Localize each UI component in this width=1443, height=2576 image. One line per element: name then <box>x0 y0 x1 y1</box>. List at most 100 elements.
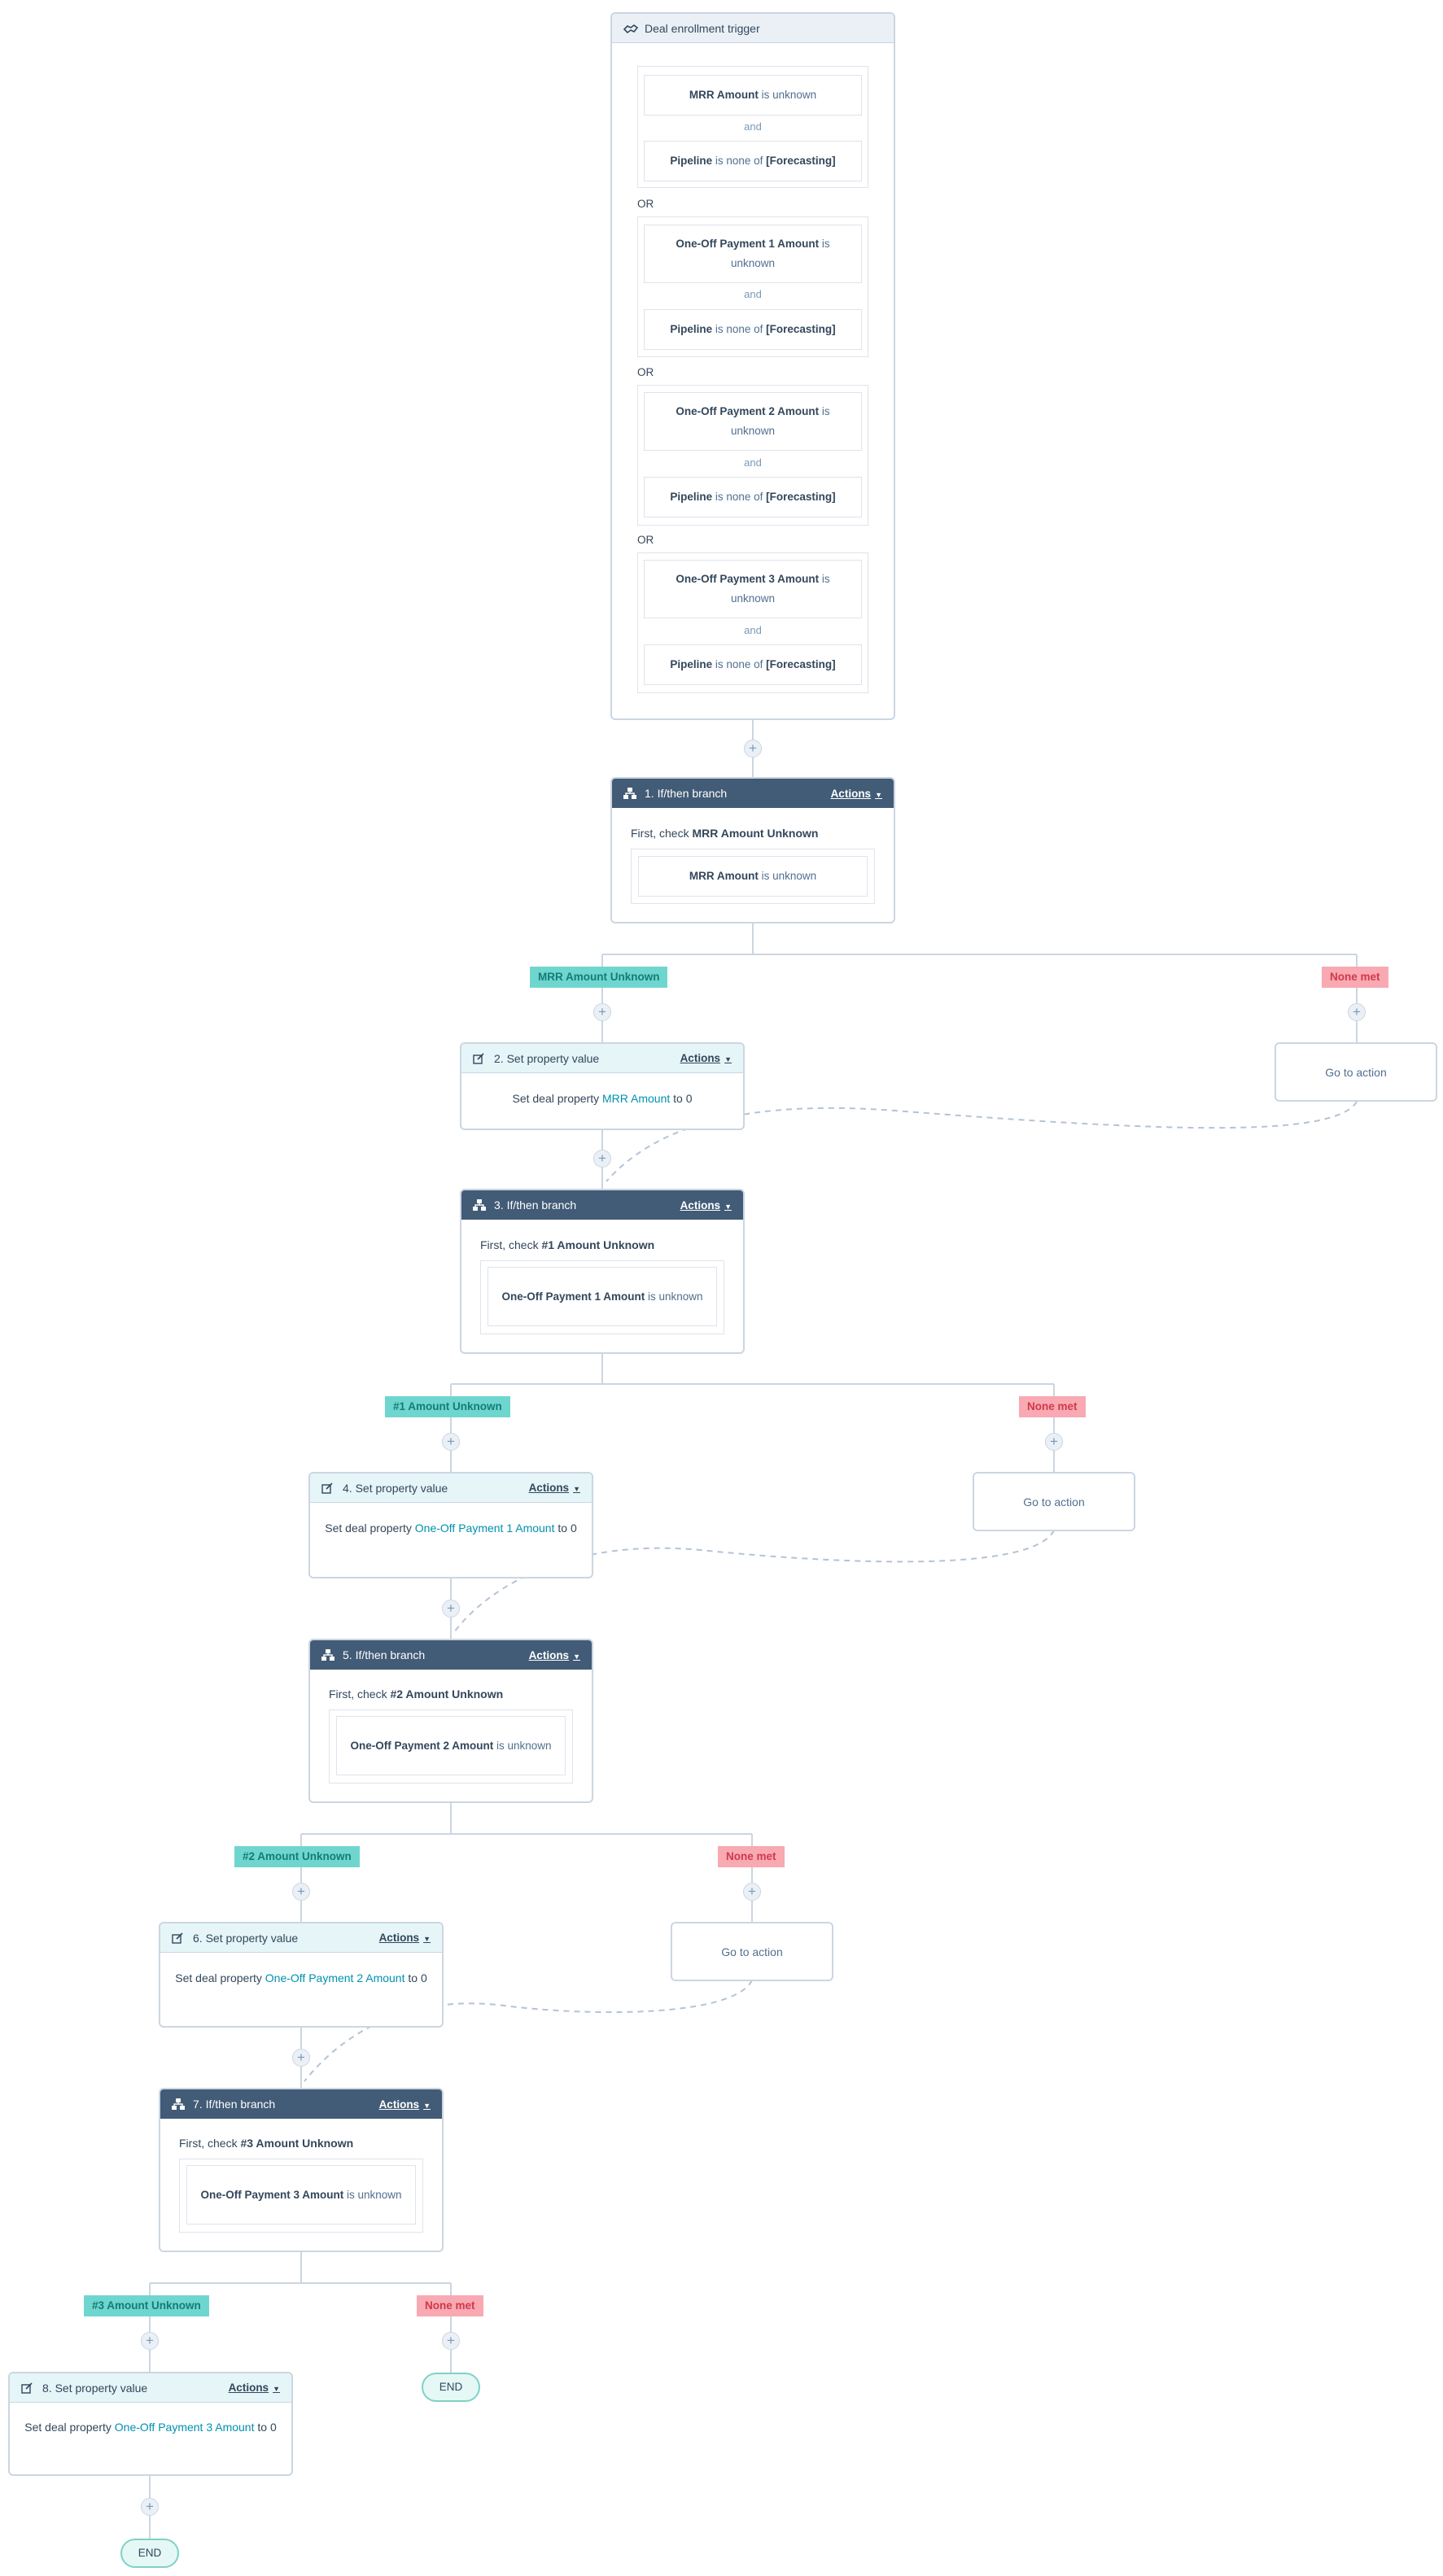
actions-menu-button[interactable]: Actions▼ <box>379 1932 431 1944</box>
branch-none-met-label[interactable]: None met <box>1322 967 1388 988</box>
actions-label: Actions <box>830 787 872 800</box>
first-check-name: MRR Amount Unknown <box>692 827 819 840</box>
set-property-card[interactable]: 6. Set property value Actions▼ <box>159 1922 444 2028</box>
set-property-card[interactable]: 8. Set property value Actions▼ <box>8 2372 293 2476</box>
set-suffix: to 0 <box>257 2421 277 2434</box>
caret-down-icon: ▼ <box>724 1202 732 1211</box>
set-property-link[interactable]: MRR Amount <box>602 1092 671 1105</box>
branch-title: 5. If/then branch <box>343 1648 426 1661</box>
branch-first-check: First, check #2 Amount Unknown <box>329 1687 503 1701</box>
actions-label: Actions <box>378 2098 420 2111</box>
set-property-link[interactable]: One-Off Payment 3 Amount <box>114 2421 255 2434</box>
condition-property: One-Off Payment 3 Amount <box>676 573 820 585</box>
add-action-button[interactable]: + <box>141 2498 159 2516</box>
branch-header: 3. If/then branch Actions▼ <box>461 1190 743 1220</box>
branch-yes-label[interactable]: MRR Amount Unknown <box>530 967 668 988</box>
add-action-button[interactable]: + <box>442 2332 460 2350</box>
set-prefix: Set deal property <box>24 2421 112 2434</box>
branch-header: 7. If/then branch Actions▼ <box>160 2089 442 2119</box>
trigger-condition[interactable]: Pipeline is none of [Forecasting] <box>644 141 862 181</box>
trigger-condition[interactable]: Pipeline is none of [Forecasting] <box>644 477 862 517</box>
branch-yes-label[interactable]: #2 Amount Unknown <box>234 1846 360 1867</box>
branch-condition[interactable]: MRR Amount is unknown <box>638 856 868 897</box>
first-check-prefix: First, check <box>631 827 689 840</box>
set-property-card[interactable]: 2. Set property value Actions▼ <box>460 1042 745 1130</box>
add-action-button[interactable]: + <box>292 1883 310 1901</box>
set-property-link[interactable]: One-Off Payment 2 Amount <box>265 1971 405 1984</box>
branch-yes-label[interactable]: #3 Amount Unknown <box>84 2295 209 2316</box>
branch-condition[interactable]: One-Off Payment 2 Amount is unknown <box>336 1716 566 1775</box>
set-property-description: Set deal property MRR Amount to 0 <box>460 1089 745 1108</box>
none-met-end-node: END <box>422 2373 480 2402</box>
edit-icon <box>473 1052 489 1064</box>
condition-property: Pipeline <box>670 323 713 335</box>
condition-value: [Forecasting] <box>766 323 836 335</box>
add-action-button[interactable]: + <box>593 1150 611 1168</box>
add-action-button[interactable]: + <box>743 1883 761 1901</box>
branch-header: 1. If/then branch Actions▼ <box>612 779 894 808</box>
branch-yes-label[interactable]: #1 Amount Unknown <box>385 1396 510 1417</box>
trigger-condition[interactable]: One-Off Payment 1 Amount is unknown <box>644 225 862 283</box>
set-property-title: 4. Set property value <box>343 1481 448 1495</box>
set-property-description: Set deal property One-Off Payment 1 Amou… <box>325 1518 577 1538</box>
actions-menu-button[interactable]: Actions▼ <box>229 2382 280 2394</box>
actions-label: Actions <box>378 1932 420 1944</box>
actions-menu-button[interactable]: Actions▼ <box>379 2098 431 2111</box>
go-to-action-button[interactable]: Go to action <box>1275 1042 1437 1102</box>
trigger-condition[interactable]: One-Off Payment 2 Amount is unknown <box>644 392 862 451</box>
and-separator: and <box>744 456 762 469</box>
condition-property: Pipeline <box>670 155 713 167</box>
add-action-button[interactable]: + <box>442 1433 460 1451</box>
branch-none-met-label[interactable]: None met <box>718 1846 785 1867</box>
set-property-description: Set deal property One-Off Payment 3 Amou… <box>24 2417 277 2437</box>
edit-icon <box>21 2382 37 2394</box>
edit-icon <box>172 1932 188 1944</box>
add-action-button[interactable]: + <box>1045 1433 1063 1451</box>
condition-operator: is unknown <box>761 870 817 882</box>
or-separator: OR <box>637 198 654 210</box>
add-action-button[interactable]: + <box>292 2049 310 2067</box>
condition-property: MRR Amount <box>689 870 759 882</box>
caret-down-icon: ▼ <box>423 2101 431 2110</box>
add-action-button[interactable]: + <box>744 740 762 758</box>
go-to-action-button[interactable]: Go to action <box>671 1922 833 1981</box>
actions-menu-button[interactable]: Actions▼ <box>529 1482 580 1494</box>
add-action-button[interactable]: + <box>593 1003 611 1021</box>
branch-none-met-label[interactable]: None met <box>1019 1396 1086 1417</box>
actions-menu-button[interactable]: Actions▼ <box>680 1052 732 1064</box>
actions-label: Actions <box>680 1198 721 1212</box>
actions-menu-button[interactable]: Actions▼ <box>680 1199 732 1212</box>
and-separator: and <box>744 288 762 300</box>
trigger-title: Deal enrollment trigger <box>645 21 760 35</box>
trigger-condition[interactable]: Pipeline is none of [Forecasting] <box>644 644 862 685</box>
trigger-condition[interactable]: MRR Amount is unknown <box>644 75 862 116</box>
trigger-condition[interactable]: One-Off Payment 3 Amount is unknown <box>644 560 862 618</box>
set-suffix: to 0 <box>408 1971 427 1984</box>
add-action-button[interactable]: + <box>1348 1003 1366 1021</box>
branch-condition[interactable]: One-Off Payment 3 Amount is unknown <box>186 2165 416 2225</box>
go-to-action-button[interactable]: Go to action <box>973 1472 1135 1531</box>
branch-none-met-label[interactable]: None met <box>417 2295 483 2316</box>
trigger-condition[interactable]: Pipeline is none of [Forecasting] <box>644 309 862 350</box>
add-action-button[interactable]: + <box>442 1600 460 1618</box>
condition-value: [Forecasting] <box>766 658 836 670</box>
add-action-button[interactable]: + <box>141 2332 159 2350</box>
first-check-name: #2 Amount Unknown <box>390 1687 504 1701</box>
set-property-title: 2. Set property value <box>494 1051 600 1065</box>
or-separator: OR <box>637 366 654 378</box>
branch-icon <box>172 2098 188 2110</box>
set-property-header: 8. Set property value Actions▼ <box>10 2373 291 2403</box>
set-property-header: 6. Set property value Actions▼ <box>160 1923 442 1953</box>
branch-title: 7. If/then branch <box>193 2098 276 2111</box>
actions-menu-button[interactable]: Actions▼ <box>529 1649 580 1661</box>
actions-menu-button[interactable]: Actions▼ <box>831 788 882 800</box>
set-property-card[interactable]: 4. Set property value Actions▼ <box>308 1472 593 1578</box>
branch-condition[interactable]: One-Off Payment 1 Amount is unknown <box>488 1267 717 1326</box>
condition-operator: is unknown <box>496 1739 552 1752</box>
set-property-link[interactable]: One-Off Payment 1 Amount <box>414 1522 555 1535</box>
branch-header: 5. If/then branch Actions▼ <box>310 1640 592 1670</box>
condition-operator: is none of <box>715 323 763 335</box>
first-check-name: #1 Amount Unknown <box>541 1238 655 1251</box>
condition-operator: is none of <box>715 658 763 670</box>
